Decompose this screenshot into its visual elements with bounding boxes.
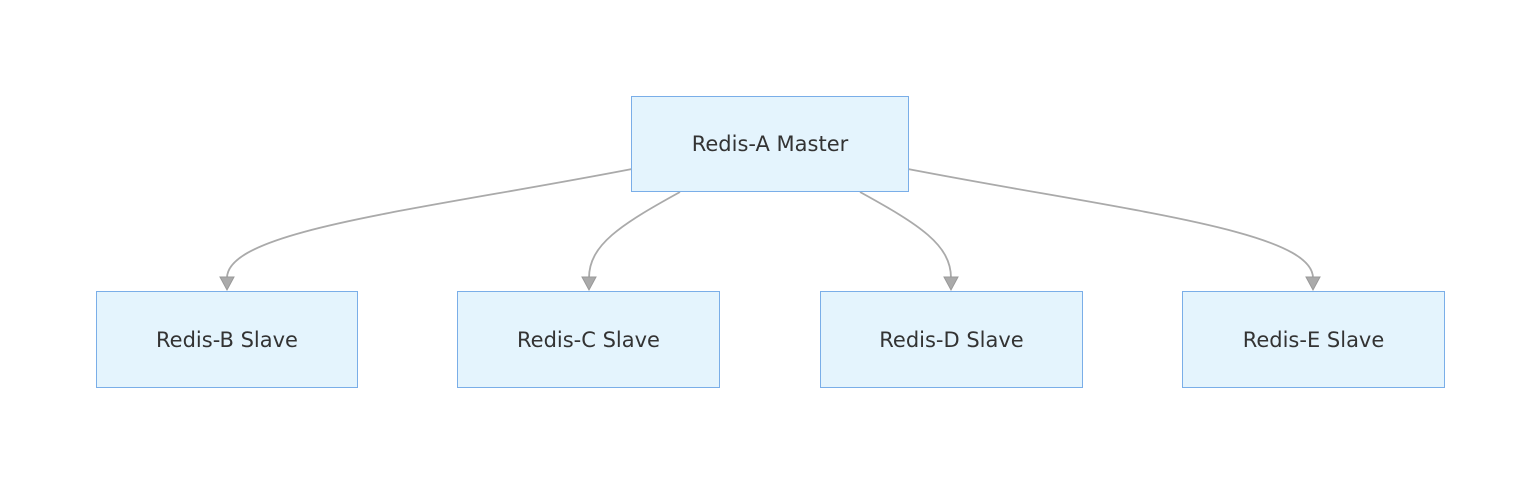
node-label: Redis-B Slave <box>156 327 298 352</box>
node-label: Redis-D Slave <box>879 327 1024 352</box>
arrowhead-c <box>581 276 597 292</box>
node-redis-d-slave: Redis-D Slave <box>820 291 1083 388</box>
edge-master-to-b <box>226 168 633 279</box>
edge-master-to-d <box>859 191 952 279</box>
node-redis-b-slave: Redis-B Slave <box>96 291 358 388</box>
arrowhead-e <box>1305 276 1321 292</box>
node-redis-c-slave: Redis-C Slave <box>457 291 720 388</box>
arrowhead-b <box>219 276 235 292</box>
arrowhead-d <box>943 276 959 292</box>
node-redis-e-slave: Redis-E Slave <box>1182 291 1445 388</box>
edge-master-to-c <box>588 191 681 279</box>
node-label: Redis-A Master <box>691 132 849 156</box>
node-redis-a-master: Redis-A Master <box>631 96 909 192</box>
node-label: Redis-C Slave <box>517 327 660 352</box>
node-label: Redis-E Slave <box>1242 327 1385 352</box>
edge-master-to-e <box>907 168 1314 279</box>
